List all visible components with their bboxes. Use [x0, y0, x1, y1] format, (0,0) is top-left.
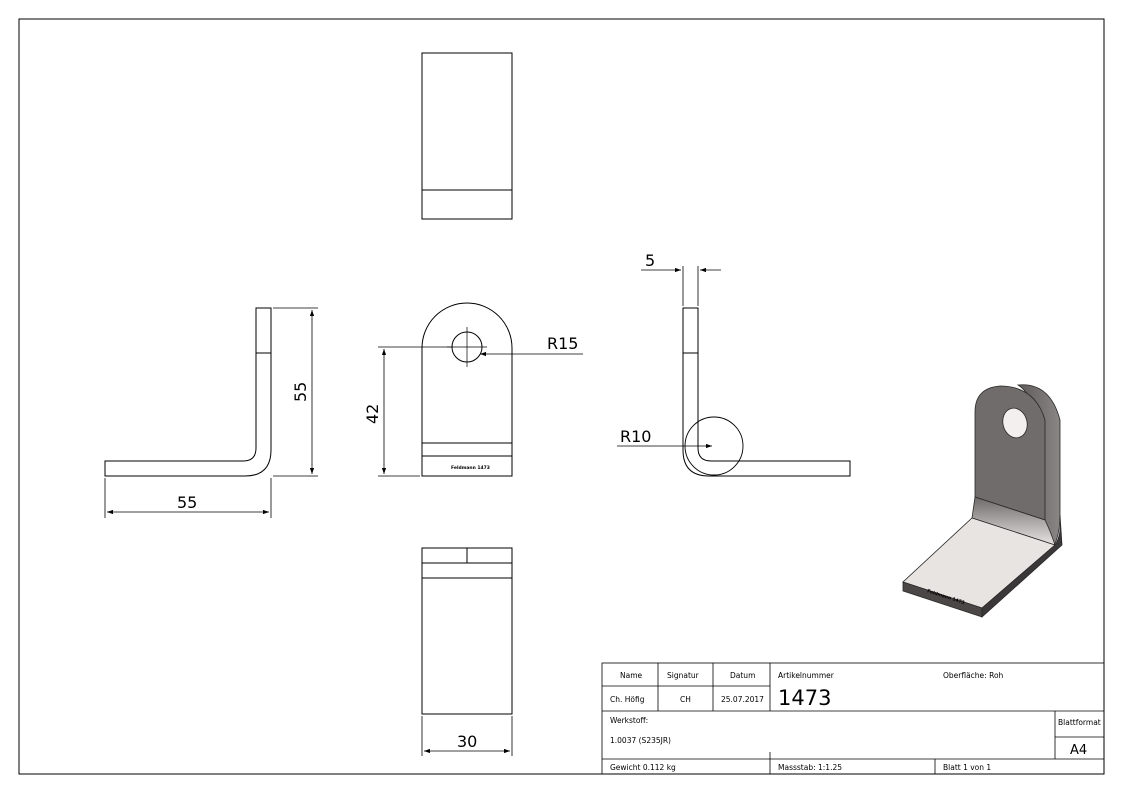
tb-oberflaeche: Oberfläche: Roh	[943, 671, 1004, 680]
isometric-view	[902, 384, 1063, 618]
tb-werkstoff-label: Werkstoff:	[610, 716, 648, 725]
tb-artikel-label: Artikelnummer	[778, 671, 835, 680]
tb-blattformat-value: A4	[1070, 743, 1087, 758]
sheet-border	[18, 18, 1105, 775]
bottom-view	[421, 547, 513, 715]
left-dimensions	[104, 307, 318, 518]
tb-massstab: Massstab: 1:1.25	[778, 763, 842, 772]
dim-thickness: 5	[645, 251, 655, 270]
dim-left-width: 55	[177, 493, 197, 512]
front-dimensions	[378, 346, 583, 477]
dim-bottom-width: 30	[457, 732, 477, 751]
tb-signatur-label: Signatur	[667, 671, 700, 680]
tb-name-value: Ch. Höfig	[610, 695, 645, 704]
dim-hole-height: 42	[363, 404, 382, 424]
engraving-text: Feldmann 1473	[451, 465, 490, 471]
tb-datum-value: 25.07.2017	[721, 695, 764, 704]
dim-bend-radius: R10	[620, 427, 651, 446]
tb-werkstoff-value: 1.0037 (S235JR)	[610, 736, 671, 745]
tb-artikel-value: 1473	[778, 686, 831, 710]
tb-signatur-value: CH	[680, 695, 691, 704]
tb-gewicht: Gewicht 0.112 kg	[610, 763, 676, 772]
tb-name-label: Name	[620, 671, 643, 680]
title-block	[601, 662, 1105, 775]
left-side-view	[104, 307, 272, 477]
tb-blatt: Blatt 1 von 1	[943, 763, 991, 772]
bottom-dimensions	[421, 716, 513, 756]
dim-left-height: 55	[291, 382, 310, 402]
tb-datum-label: Datum	[730, 671, 755, 680]
dim-radius-top: R15	[547, 334, 578, 353]
tb-blattformat-label: Blattformat	[1058, 718, 1101, 727]
top-view	[421, 52, 513, 220]
right-side-view	[682, 307, 851, 477]
front-view	[421, 302, 513, 477]
right-dimensions	[617, 266, 721, 449]
